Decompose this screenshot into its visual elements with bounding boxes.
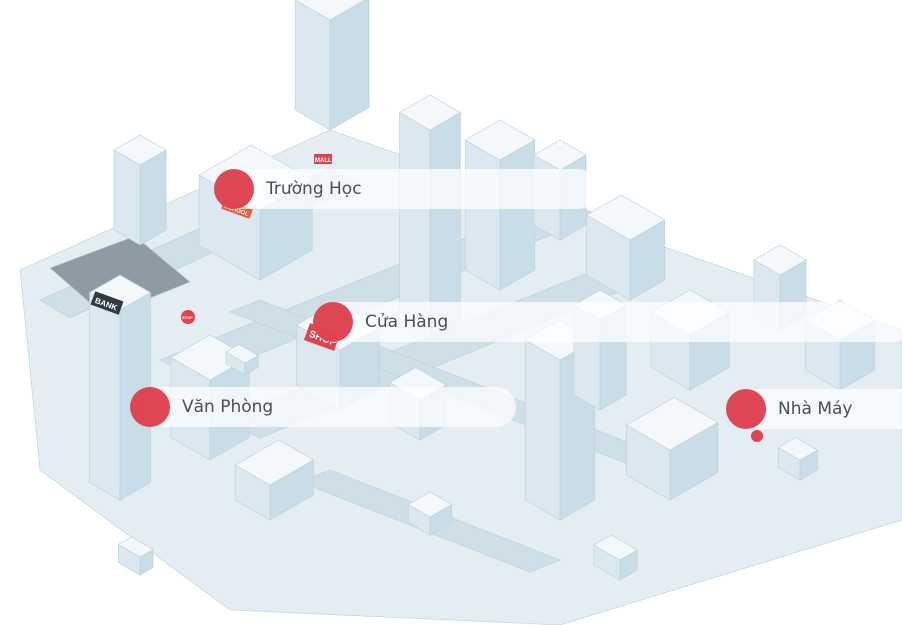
glass-tower-left: [464, 139, 501, 291]
buildings: [88, 0, 876, 581]
bus-top: [593, 534, 639, 561]
car-top: [225, 344, 259, 364]
marker-label: Nhà Máy: [778, 399, 853, 419]
marker-dot-icon: [313, 302, 353, 342]
low-building-top: [234, 439, 315, 486]
office-block-top: [533, 139, 587, 171]
bank-tower-left: [89, 291, 121, 501]
factory-tanks-top: [753, 244, 807, 276]
truck-top: [117, 536, 154, 558]
marker-school[interactable]: Trường Học: [214, 169, 598, 209]
delivery-truck: [777, 437, 819, 481]
stop-sign: STOP: [182, 315, 193, 320]
hospital-building-top: [585, 194, 666, 241]
hospital-tower-top: [294, 0, 366, 21]
marker-dot-icon: [130, 387, 170, 427]
apartment-right: [139, 149, 167, 246]
glass-tower-right: [499, 139, 536, 291]
marker-label: Trường Học: [266, 179, 362, 199]
skyscraper-top: [398, 94, 462, 131]
car: [225, 344, 259, 376]
center-tower-left: [524, 339, 561, 521]
marker-shop[interactable]: Cửa Hàng: [313, 302, 902, 342]
hospital-tower-left: [294, 0, 331, 131]
hospital-tower-right: [329, 0, 370, 131]
marker-dot-icon: [214, 169, 254, 209]
warehouse-top: [625, 397, 719, 451]
hospital-tower: [294, 0, 370, 131]
apartment-left: [113, 149, 141, 246]
marker-dot-icon: [726, 389, 766, 429]
marker-label: Cửa Hàng: [365, 312, 449, 332]
van-top: [407, 491, 453, 518]
low-building: [234, 439, 315, 521]
van: [407, 491, 453, 536]
marker-office[interactable]: Văn Phòng: [130, 387, 516, 427]
mall-sign: MALL: [315, 158, 332, 164]
marker-factory[interactable]: Nhà Máy: [726, 389, 902, 429]
apartment-top: [113, 134, 167, 166]
glass-tower-top: [464, 119, 536, 161]
apartment: [113, 134, 167, 246]
delivery-truck-top: [777, 437, 819, 461]
marker-label: Văn Phòng: [182, 397, 274, 417]
bus: [593, 534, 639, 581]
warehouse: [625, 397, 719, 501]
truck: [117, 536, 154, 576]
hospital-building: [585, 194, 666, 301]
